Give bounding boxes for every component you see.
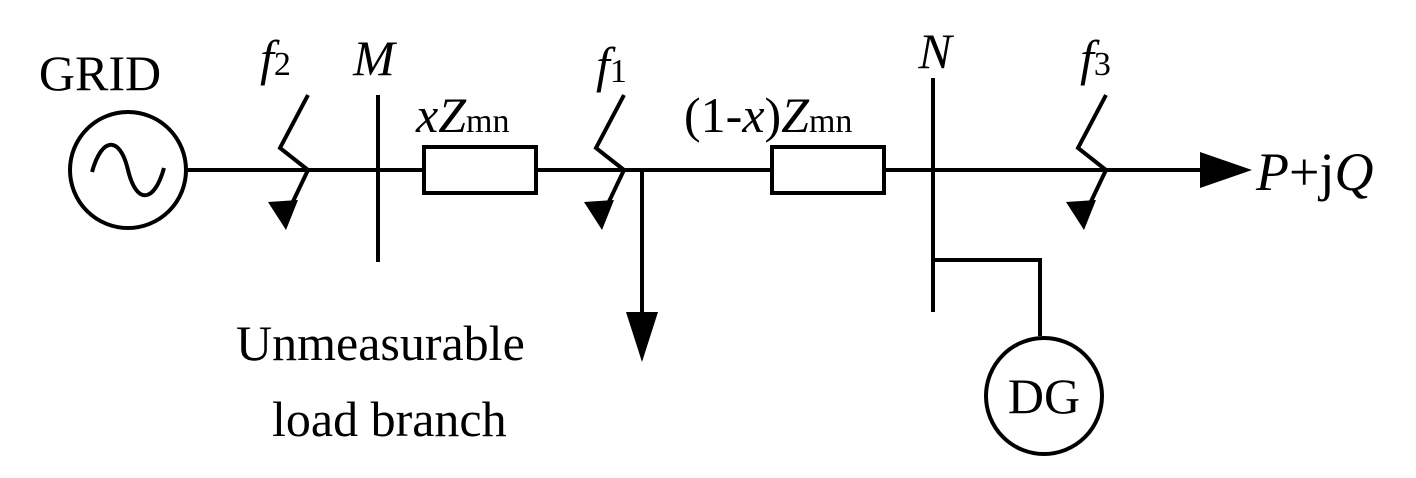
- bus-m-label: M: [352, 30, 397, 86]
- dg-connection-line: [933, 258, 1042, 336]
- dg-label: DG: [1008, 368, 1080, 424]
- impedance-1-minus-xzmn-label: (1-x)Zmn: [684, 87, 852, 143]
- fault-f1-group: f1: [584, 37, 627, 230]
- impedance-xzmn: [422, 145, 538, 195]
- load-branch-label-line1: Unmeasurable: [236, 315, 525, 371]
- fault-f3-arrowhead: [1066, 200, 1096, 230]
- fault-f3-group: f3: [1066, 30, 1111, 230]
- load-arrow: [1200, 152, 1252, 188]
- fault-f2-lightning-icon: [277, 94, 311, 213]
- fault-f1-arrowhead: [584, 200, 614, 230]
- bus-n-label: N: [917, 23, 954, 79]
- fault-f3-lightning-icon: [1075, 94, 1109, 213]
- fault-f2-arrowhead: [268, 200, 298, 230]
- load-branch-label-line2: load branch: [272, 391, 507, 447]
- grid-label: GRID: [39, 45, 161, 101]
- fault-f1-lightning-icon: [593, 94, 627, 213]
- fault-f2-group: f2: [260, 30, 311, 230]
- ac-wave-icon: [90, 142, 166, 198]
- impedance-1-minus-xzmn: [770, 145, 886, 195]
- dg-source-symbol: [984, 336, 1104, 456]
- fault-f3-label: f3: [1080, 30, 1111, 86]
- fault-f2-label: f2: [260, 30, 291, 86]
- fault-f1-label: f1: [596, 37, 627, 93]
- impedance-xzmn-label: xZmn: [415, 87, 509, 143]
- load-branch-arrow: [626, 312, 658, 362]
- load-power-label: P+jQ: [1255, 142, 1373, 202]
